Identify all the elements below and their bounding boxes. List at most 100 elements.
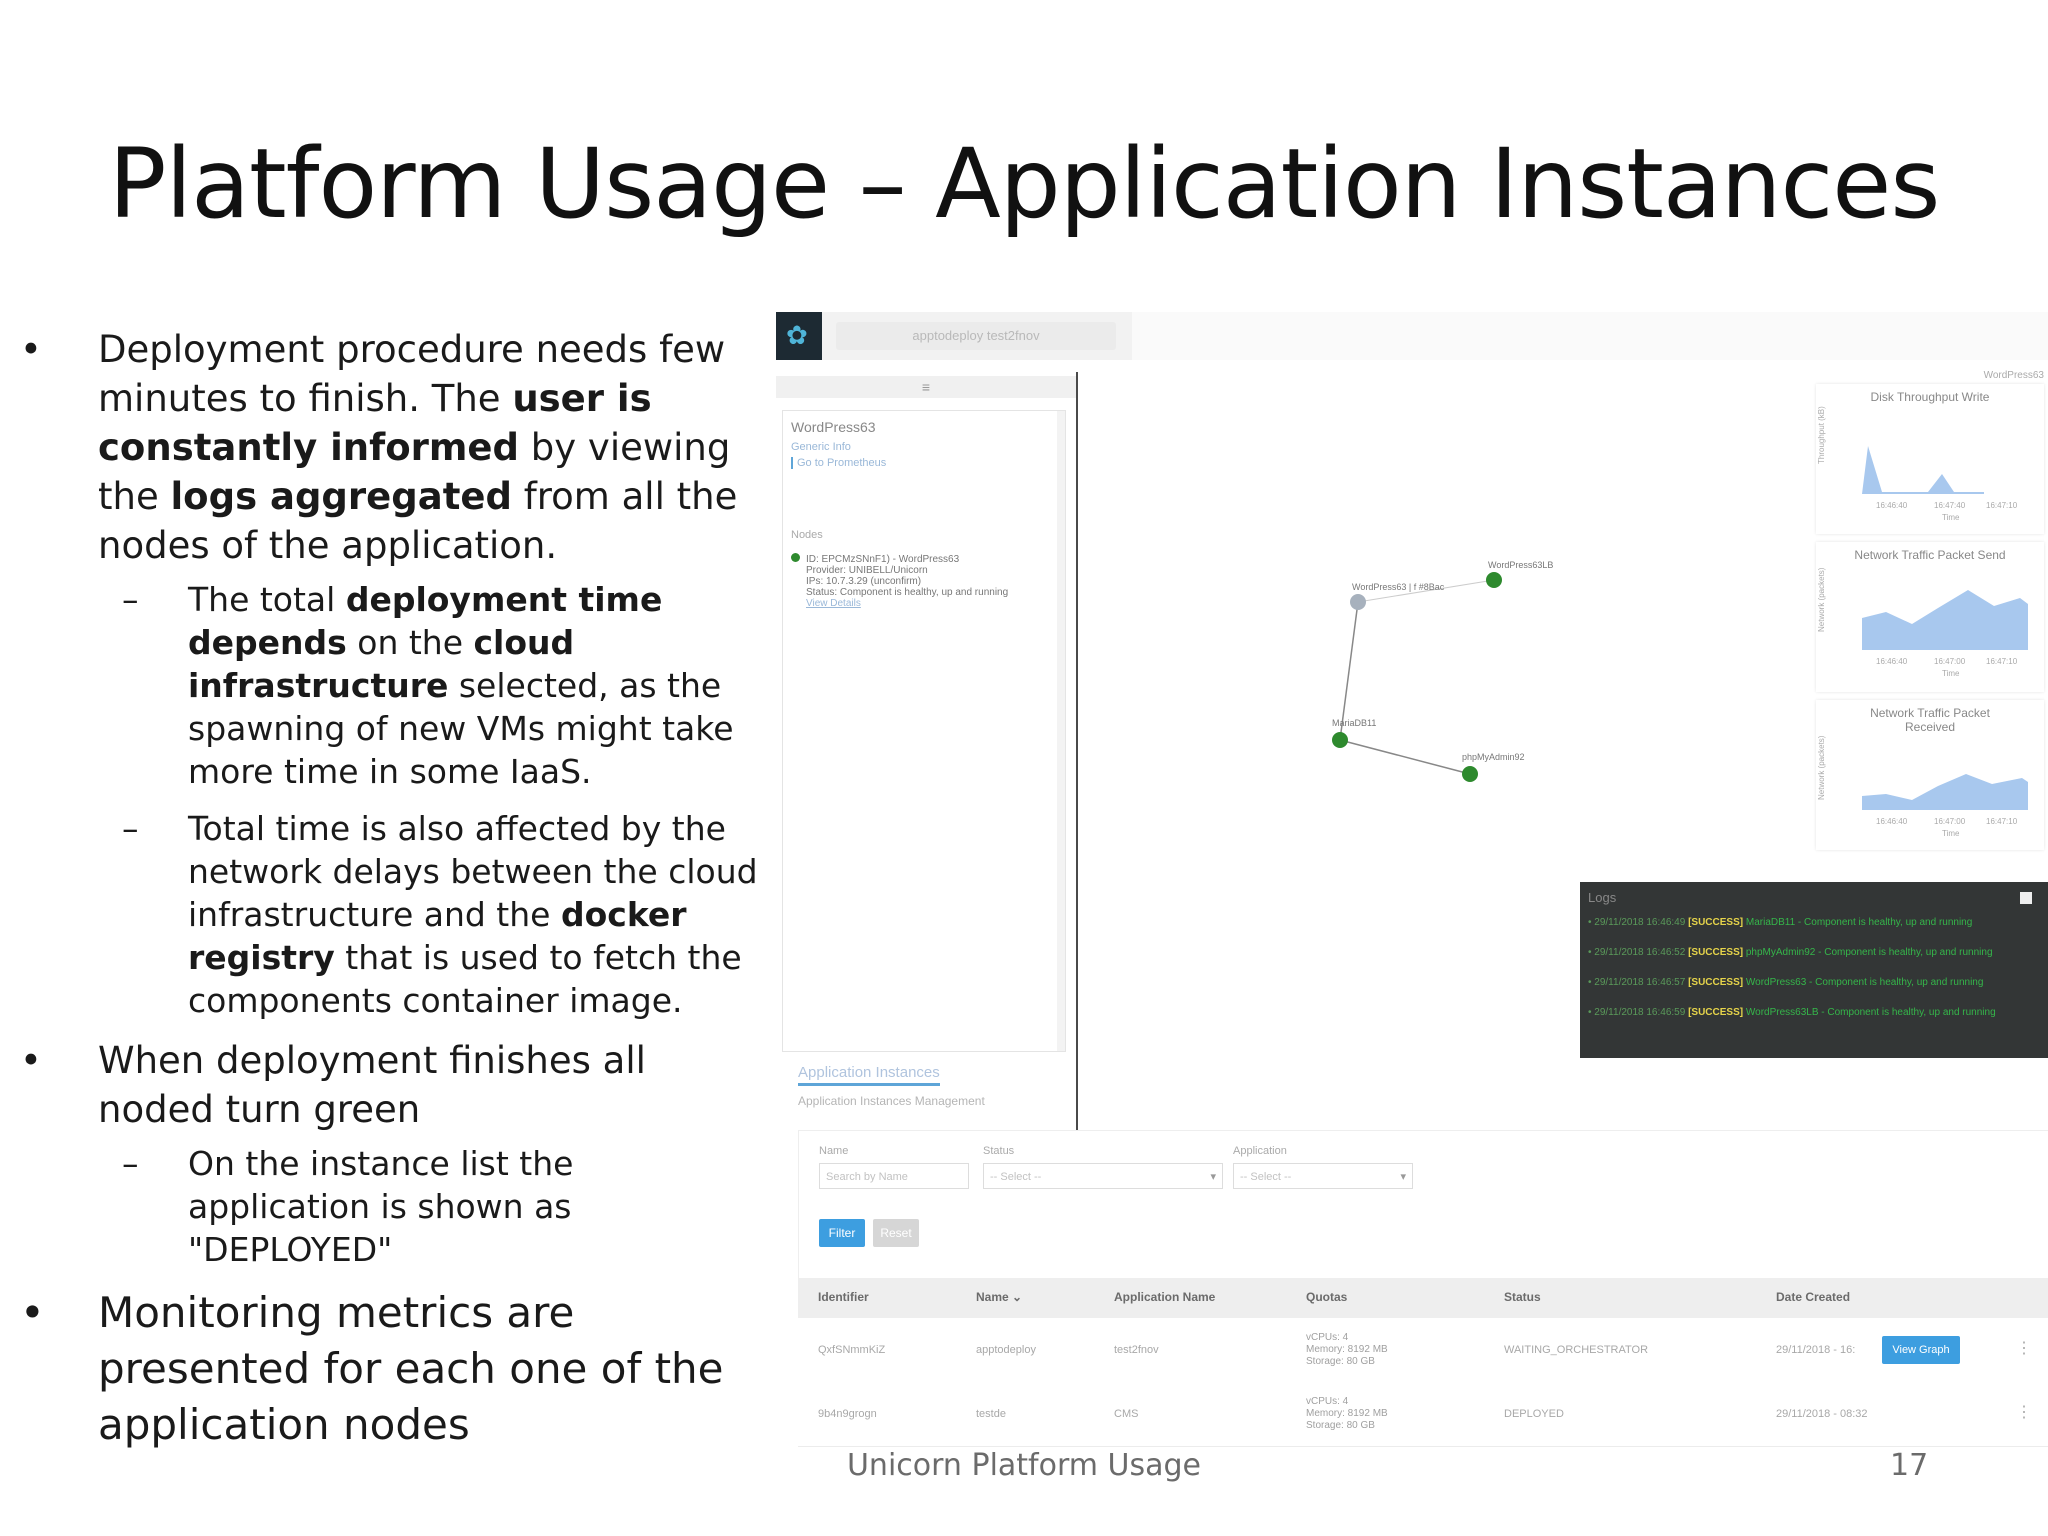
subbullet-network-delays: – Total time is also affected by the net… [20,807,760,1022]
log-level: [SUCCESS] [1688,977,1744,988]
col-name[interactable]: Name ⌄ [976,1290,1023,1304]
logs-panel: Logs • 29/11/2018 16:46:49 [SUCCESS] Mar… [1580,882,2048,1058]
cell-date: 29/11/2018 - 08:32 [1776,1408,1868,1420]
metrics-header: WordPress63 [1983,370,2044,381]
footer-label: Unicorn Platform Usage [846,1448,1202,1483]
bullet-bold: logs aggregated [170,475,512,518]
col-application-name[interactable]: Application Name [1114,1290,1216,1304]
table-header: Identifier Name ⌄ Application Name Quota… [798,1278,2048,1318]
bullet-text: that is used to fetch the components con… [188,938,742,1020]
bullet-bold: cloud infrastructure [188,623,575,705]
quota-memory: Memory: 8192 MB [1306,1344,1388,1355]
log-entry: • 29/11/2018 16:46:52 [SUCCESS] phpMyAdm… [1588,947,1993,958]
metric-tick: 16:47:10 [1986,501,2018,510]
panel-scrollbar[interactable] [1057,411,1065,1051]
col-quotas[interactable]: Quotas [1306,1290,1348,1304]
metric-title: Disk Throughput Write [1870,390,1990,404]
node-provider: Provider: UNIBELL/Unicorn [806,565,928,576]
bullet-text: selected, as the spawning of new VMs mig… [188,666,734,791]
status-filter-label: Status [983,1145,1015,1157]
metric-area [1862,590,2028,650]
metric-title: Network Traffic Packet Send [1854,548,2006,562]
quota-storage: Storage: 80 GB [1306,1420,1375,1431]
topbar-area [1132,312,2048,360]
node-info-card: WordPress63 Generic Info Go to Prometheu… [782,410,1066,1052]
filter-button[interactable]: Filter [819,1219,865,1247]
logs-close-icon[interactable] [2020,892,2032,904]
bullet-text: On the instance list the application is … [188,1144,574,1269]
col-status[interactable]: Status [1504,1290,1541,1304]
metric-area [1862,446,1984,494]
graph-node-label: phpMyAdmin92 [1462,752,1525,762]
cell-identifier: QxfSNmmKiZ [818,1344,886,1356]
bullet-dot-icon: • [20,1288,45,1337]
log-time: 29/11/2018 16:46:52 [1594,947,1686,958]
filter-box: Name Search by Name Status -- Select --▾… [798,1130,2048,1296]
node-entry: ID: EPCMzSNnF1) - WordPress63 Provider: … [791,553,1051,609]
col-identifier[interactable]: Identifier [818,1290,869,1304]
graph-edge [1357,579,1495,603]
metric-xlabel: Time [1942,669,1960,678]
graph-node-mariadb[interactable] [1332,732,1348,748]
metric-ylabel: Network (packets) [1817,567,1826,632]
metric-disk-write: Disk Throughput Write Throughput (kB) 16… [1816,384,2044,534]
name-filter-label: Name [819,1145,849,1157]
generic-info-link[interactable]: Generic Info [791,441,851,453]
breadcrumb[interactable]: apptodeploy test2fnov [836,322,1116,350]
row-menu-icon[interactable]: ⋮ [2016,1340,2032,1357]
cell-identifier: 9b4n9grogn [818,1408,877,1420]
reset-button[interactable]: Reset [873,1219,919,1247]
metric-ylabel: Network (packets) [1817,735,1826,800]
metric-tick: 16:47:00 [1934,657,1966,666]
subbullet-deployment-time: – The total deployment time depends on t… [20,578,760,793]
bullet-list: • Deployment procedure needs few minutes… [20,325,760,1461]
app-logo[interactable]: ✿ [776,312,822,360]
application-select[interactable]: -- Select --▾ [1233,1163,1413,1189]
metric-chart-send: Network (packets) 16:46:40 16:47:00 16:4… [1817,567,2028,678]
metric-packet-received: Network Traffic Packet Received Network … [1816,700,2044,850]
log-entry: • 29/11/2018 16:46:57 [SUCCESS] WordPres… [1588,977,1984,988]
status-select[interactable]: -- Select --▾ [983,1163,1223,1189]
col-date-created[interactable]: Date Created [1776,1290,1851,1304]
graph-node-wordpress[interactable] [1350,594,1366,610]
bullet-deployment: • Deployment procedure needs few minutes… [20,325,760,570]
row-menu-icon[interactable]: ⋮ [2016,1404,2032,1421]
nodes-label: Nodes [791,529,823,541]
name-search-input[interactable]: Search by Name [819,1163,969,1189]
log-level: [SUCCESS] [1688,1007,1744,1018]
log-message: phpMyAdmin92 - Component is healthy, up … [1745,947,1993,958]
bullet-monitoring: • Monitoring metrics are presented for e… [20,1285,760,1453]
log-entry: • 29/11/2018 16:46:59 [SUCCESS] WordPres… [1588,1007,1996,1018]
chevron-down-icon: ▾ [1210,1171,1216,1183]
slide-title: Platform Usage – Application Instances [108,128,1941,240]
bullet-bold: user is constantly informed [98,377,652,469]
graph-node-label: WordPress63LB [1488,560,1553,570]
cell-name: testde [976,1408,1006,1420]
graph-node-phpmyadmin[interactable] [1462,766,1478,782]
quota-memory: Memory: 8192 MB [1306,1408,1388,1419]
instances-title[interactable]: Application Instances [798,1064,940,1086]
node-title: WordPress63 [791,419,876,435]
prometheus-link[interactable]: Go to Prometheus [791,457,886,469]
subbullet-dash-icon: – [122,1144,139,1183]
bullet-text: by viewing the [98,426,731,518]
bullet-text: from all the nodes of the application. [98,475,738,567]
view-details-link[interactable]: View Details [806,598,861,609]
subbullet-deployed: – On the instance list the application i… [20,1142,760,1271]
metric-tick: 16:47:10 [1986,817,2018,826]
application-select-value: -- Select -- [1240,1171,1292,1183]
node-id: ID: EPCMzSNnF1) - WordPress63 [806,554,960,565]
log-entry: • 29/11/2018 16:46:49 [SUCCESS] MariaDB1… [1588,917,1973,928]
panel-menu-icon[interactable]: ≡ [776,376,1076,398]
metric-tick: 16:47:10 [1986,657,2018,666]
graph-node-wordpress-lb[interactable] [1486,572,1502,588]
table-row[interactable]: 9b4n9grogn testde CMS vCPUs: 4 Memory: 8… [798,1382,2048,1447]
metric-tick: 16:47:00 [1934,817,1966,826]
metric-tick: 16:46:40 [1876,657,1908,666]
cell-status: WAITING_ORCHESTRATOR [1504,1344,1649,1356]
metric-title: Network Traffic Packet Received [1870,706,1990,734]
cell-status: DEPLOYED [1504,1408,1564,1420]
view-graph-button[interactable]: View Graph [1882,1336,1960,1364]
table-row[interactable]: QxfSNmmKiZ apptodeploy test2fnov vCPUs: … [798,1318,2048,1383]
log-time: 29/11/2018 16:46:49 [1594,917,1686,928]
